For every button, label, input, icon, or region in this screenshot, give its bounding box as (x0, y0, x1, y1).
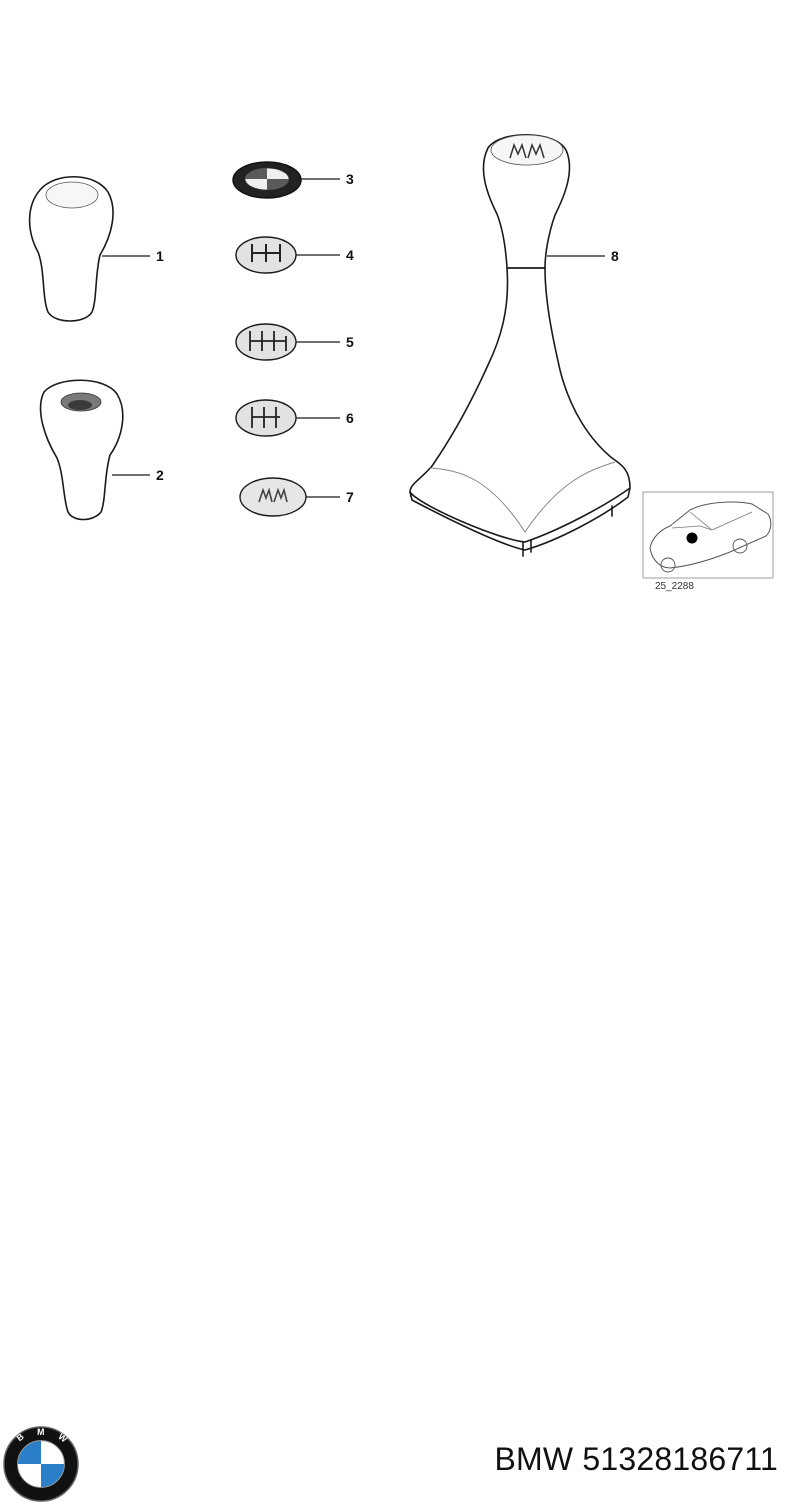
brand-name: BMW (494, 1441, 574, 1477)
callout-6: 6 (346, 410, 354, 426)
bmw-roundel-icon: B M W (3, 1426, 79, 1502)
shift-pattern-cap-part-6: 6 (235, 399, 354, 437)
callout-4: 4 (346, 247, 354, 263)
footer: B M W BMW 51328186711 (0, 700, 800, 1502)
emblem-cap-part-3: 3 (232, 161, 354, 199)
reference-code: 25_2288 (655, 581, 694, 592)
callout-8: 8 (611, 248, 619, 264)
callout-7: 7 (346, 489, 354, 505)
shift-pattern-cap-part-4: 4 (235, 236, 354, 274)
parts-diagram: 1 2 3 4 5 6 (28, 133, 774, 592)
callout-1: 1 (156, 248, 164, 264)
part-number: 51328186711 (582, 1441, 778, 1477)
m-badge-cap-part-7: 7 (239, 477, 354, 517)
car-location-inset: 25_2288 (642, 491, 774, 592)
shift-boot-part-8: 8 (409, 133, 631, 557)
part-number-label: BMW 51328186711 (495, 1441, 779, 1478)
gear-knob-part-2: 2 (39, 379, 164, 521)
callout-5: 5 (346, 334, 354, 350)
callout-2: 2 (156, 467, 164, 483)
shift-pattern-cap-part-5: 5 (235, 323, 354, 361)
gear-knob-part-1: 1 (28, 175, 164, 322)
callout-3: 3 (346, 171, 354, 187)
svg-text:M: M (37, 1427, 44, 1437)
